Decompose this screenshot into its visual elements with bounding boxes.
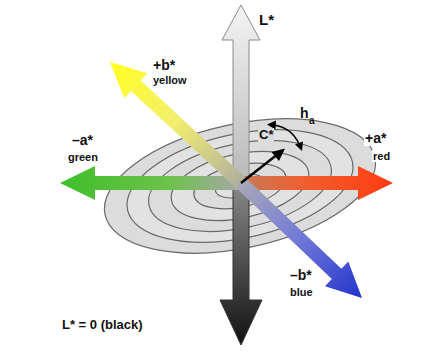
axis-label: –a* <box>72 133 93 148</box>
hue-angle-arc <box>274 125 299 144</box>
yellow-axis-arrow <box>110 62 246 188</box>
lightness-arrow-up <box>222 5 260 183</box>
chroma-vector <box>241 156 276 184</box>
axis-label: +a* <box>364 131 387 146</box>
blue-axis-arrow <box>236 178 362 298</box>
axis-label: L* = 0 (black) <box>62 318 143 332</box>
red-axis-arrow <box>241 166 393 200</box>
lightness-arrow-down <box>220 183 262 345</box>
axis-label: green <box>68 151 98 163</box>
axis-label: h <box>300 106 309 121</box>
axis-label: blue <box>290 286 313 298</box>
axis-label: –b* <box>290 268 312 283</box>
axis-label: L* <box>259 12 274 29</box>
green-axis-arrow <box>60 166 241 200</box>
axis-label: C* <box>258 128 274 142</box>
axis-label: a <box>309 115 315 126</box>
axis-label: +b* <box>153 58 175 73</box>
axis-label: yellow <box>153 74 187 86</box>
axis-label: red <box>372 150 391 162</box>
hue-arc-head <box>295 142 303 152</box>
chroma-vector-head <box>272 149 286 162</box>
